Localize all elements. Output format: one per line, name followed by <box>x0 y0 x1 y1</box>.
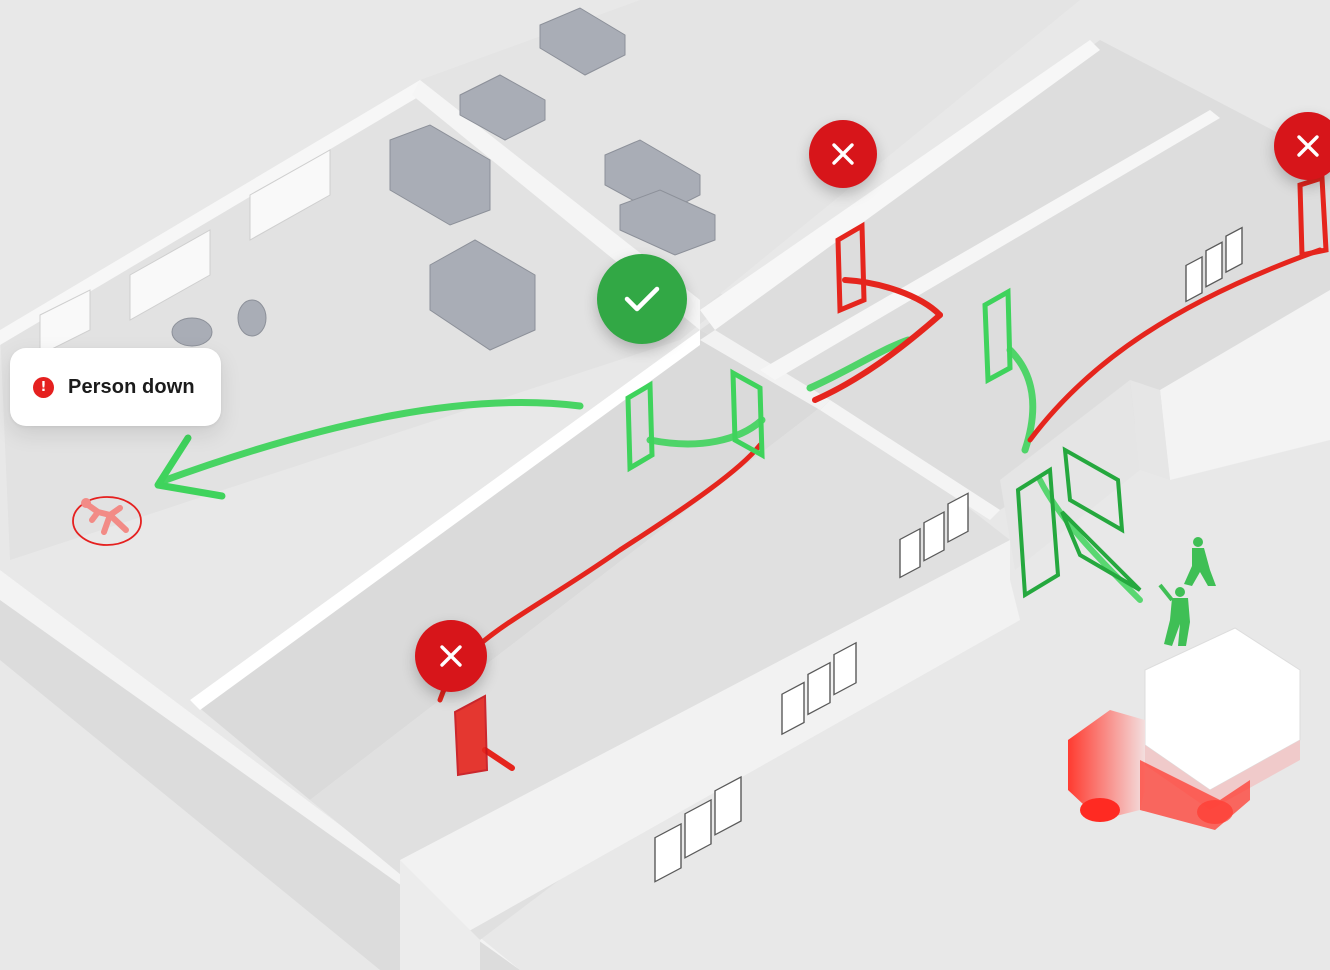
ambulance <box>1068 627 1301 830</box>
close-icon <box>832 143 854 165</box>
blocked-route-badge <box>415 620 487 692</box>
lower-room <box>310 400 1020 970</box>
responders <box>1158 537 1216 646</box>
person-down-alert[interactable]: ! Person down <box>10 348 221 426</box>
alert-label: Person down <box>68 375 195 398</box>
blocked-doors <box>453 174 1329 777</box>
back-wall-windows <box>39 149 331 356</box>
safe-doors <box>625 287 1013 473</box>
close-icon <box>1297 135 1319 157</box>
blocked-route-badge <box>809 120 877 188</box>
interior-walls <box>700 40 1220 520</box>
windows <box>654 226 1243 883</box>
blocked-route-badge <box>1274 112 1330 180</box>
corridor <box>190 330 830 800</box>
checkmark-icon <box>624 286 660 312</box>
close-icon <box>440 645 462 667</box>
outer-wall <box>0 570 520 970</box>
clear-route-badge <box>597 254 687 344</box>
exclamation-icon: ! <box>33 376 54 398</box>
office-furniture <box>171 7 716 351</box>
right-building <box>1000 290 1330 570</box>
person-down-marker <box>72 496 142 546</box>
main-exit-doors <box>1015 446 1142 599</box>
